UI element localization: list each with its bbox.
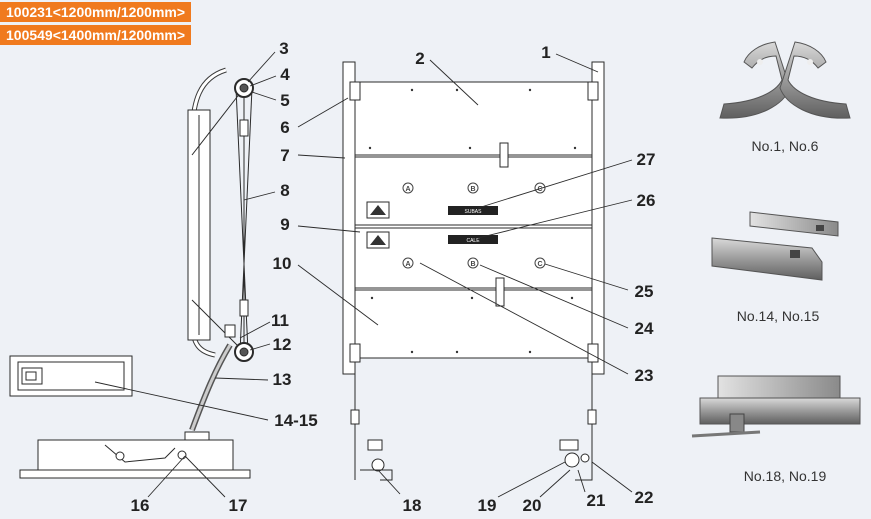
mark-c-lower: C xyxy=(537,261,542,268)
callout-21: 21 xyxy=(587,491,606,510)
photo-caption-1: No.1, No.6 xyxy=(752,138,819,154)
callout-24: 24 xyxy=(635,319,654,338)
callout-10: 10 xyxy=(273,254,292,273)
position-marks xyxy=(402,182,546,269)
mark-a-upper: A xyxy=(405,186,410,193)
callout-17: 17 xyxy=(229,496,248,515)
callout-4: 4 xyxy=(280,65,290,84)
callout-7: 7 xyxy=(280,146,289,165)
svg-text:SUBAS: SUBAS xyxy=(465,209,483,215)
callout-5: 5 xyxy=(280,91,289,110)
callout-2: 2 xyxy=(415,49,424,68)
callout-26: 26 xyxy=(637,191,656,210)
callout-22: 22 xyxy=(635,488,654,507)
callout-23: 23 xyxy=(635,366,654,385)
callout-12: 12 xyxy=(273,335,292,354)
callout-27: 27 xyxy=(637,150,656,169)
photo-bottom-rails xyxy=(691,375,861,438)
svg-text:CALE: CALE xyxy=(466,238,480,244)
sticker-27: SUBAS xyxy=(448,206,498,215)
bottom-mechanism xyxy=(350,409,597,481)
panel-dots xyxy=(368,88,577,354)
callout-13: 13 xyxy=(273,370,292,389)
photo-caption-3: No.18, No.19 xyxy=(744,468,827,484)
callout-14-15: 14-15 xyxy=(274,411,317,430)
sticker-26: CALE xyxy=(448,235,498,244)
side-cable-assembly xyxy=(187,67,254,432)
photo-base-rails xyxy=(711,211,839,281)
callout-18: 18 xyxy=(403,496,422,515)
photo-brackets xyxy=(719,41,851,119)
mark-a-lower: A xyxy=(405,261,410,268)
callout-9: 9 xyxy=(280,215,289,234)
mark-b-upper: B xyxy=(470,186,475,193)
callout-11: 11 xyxy=(271,311,289,330)
callout-19: 19 xyxy=(478,496,497,515)
base-plate-14-15 xyxy=(9,355,133,397)
model-badge-100549: 100549<1400mm/1200mm> xyxy=(0,25,192,45)
mark-b-lower: B xyxy=(470,261,475,268)
callout-25: 25 xyxy=(635,282,654,301)
callout-6: 6 xyxy=(280,118,289,137)
bottom-rail-assembly xyxy=(19,431,251,479)
main-frame xyxy=(342,61,605,445)
callout-16: 16 xyxy=(131,496,150,515)
callout-20: 20 xyxy=(523,496,542,515)
photo-caption-2: No.14, No.15 xyxy=(737,308,820,324)
leader-lines xyxy=(94,51,633,498)
callout-8: 8 xyxy=(280,181,289,200)
model-badge-100231: 100231<1200mm/1200mm> xyxy=(0,2,192,22)
mark-c-upper: C xyxy=(537,186,542,193)
callout-1: 1 xyxy=(541,43,550,62)
warning-label-upper xyxy=(366,201,390,219)
callout-3: 3 xyxy=(279,39,288,58)
warning-label-lower xyxy=(366,231,390,249)
